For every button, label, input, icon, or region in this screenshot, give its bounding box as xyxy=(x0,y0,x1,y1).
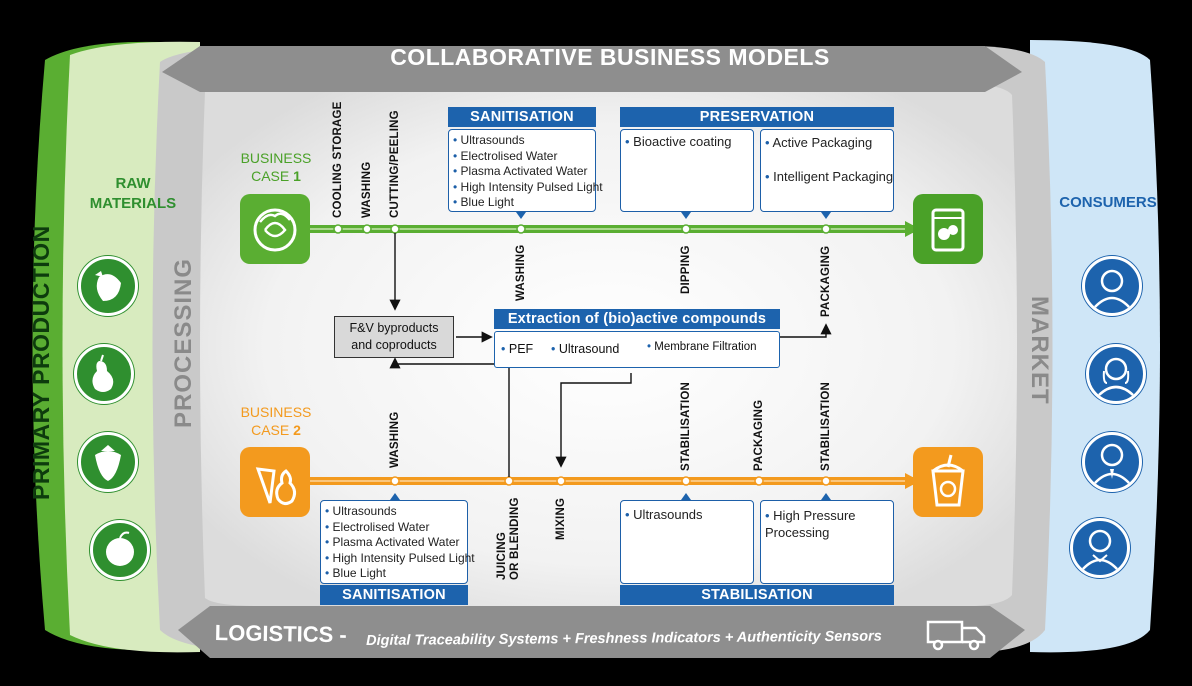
sanitisation-top-item: High Intensity Pulsed Light xyxy=(453,180,603,196)
raw-material-apple xyxy=(90,520,150,580)
box-pointers xyxy=(390,212,831,500)
strawberry-icon xyxy=(95,445,121,481)
sanitisation-top-item: Blue Light xyxy=(453,195,591,211)
sanitisation-top-item: Electrolised Water xyxy=(453,149,591,165)
sanitisation-top-header: SANITISATION xyxy=(448,107,596,127)
top-banner-title: COLLABORATIVE BUSINESS MODELS xyxy=(390,44,830,70)
sanitisation-bottom-item: Blue Light xyxy=(325,566,463,582)
case-1-start-tile xyxy=(240,194,310,264)
raw-material-strawberry xyxy=(78,256,138,316)
preservation-left-box: Bioactive coating xyxy=(620,129,754,212)
step-packaging-1: PACKAGING xyxy=(820,245,832,317)
extraction-item-membrane-text: Membrane Filtration xyxy=(654,341,757,353)
raw-material-pear xyxy=(74,344,134,404)
step-cutting-peeling: CUTTING/PEELING xyxy=(389,110,401,218)
case-2-end-tile xyxy=(913,447,983,517)
step-cooling-storage: COOLING STORAGE xyxy=(332,101,344,218)
business-case-2-number: 2 xyxy=(293,422,301,438)
preservation-right-item: Active Packaging xyxy=(765,134,889,151)
stabilisation-header: STABILISATION xyxy=(620,585,894,605)
extraction-item-pef-text: PEF xyxy=(508,342,534,356)
consumers-band xyxy=(1030,40,1160,653)
carrot-pear-icon xyxy=(255,467,297,506)
sanitisation-bottom-item: Ultrasounds xyxy=(325,504,463,520)
man-tie-icon xyxy=(1094,443,1130,484)
preservation-right-box: Active Packaging Intelligent Packaging xyxy=(760,129,894,212)
case-1-end-tile xyxy=(913,194,983,264)
consumer-man-tie xyxy=(1082,432,1142,492)
business-case-2-line2: CASE xyxy=(251,422,290,438)
case-2-start-tile xyxy=(240,447,310,517)
salad-bag-icon xyxy=(931,208,965,252)
consumer-woman-scarf xyxy=(1070,518,1130,578)
step-mixing: MIXING xyxy=(555,497,567,540)
step-dipping: DIPPING xyxy=(680,245,692,294)
step-stabilisation-1: STABILISATION xyxy=(680,381,692,471)
stabilisation-right-item: High Pressure Processing xyxy=(765,507,889,541)
man-icon xyxy=(1094,269,1130,308)
top-banner-arrow xyxy=(162,46,1022,92)
strawberry-icon xyxy=(95,271,121,301)
raw-materials-label: RAW MATERIALS xyxy=(89,175,177,212)
step-washing-2: WASHING xyxy=(515,244,527,301)
extraction-item-ultrasound: • Ultrasound xyxy=(551,342,620,356)
case-1-step-dots xyxy=(333,224,831,234)
smoothie-cup-icon xyxy=(931,454,965,507)
extraction-item-ultrasound-text: Ultrasound xyxy=(558,342,620,356)
step-washing-1: WASHING xyxy=(361,161,373,218)
extraction-item-membrane: • Membrane Filtration xyxy=(647,341,757,353)
business-case-1-line2-wrap: CASE 1 xyxy=(236,167,316,185)
business-case-1-line2: CASE xyxy=(251,168,290,184)
preservation-left-item: Bioactive coating xyxy=(625,134,749,150)
case-2-step-dots xyxy=(390,476,831,486)
sanitisation-bottom-item: Electrolised Water xyxy=(325,520,463,536)
byproducts-box: F&V byproducts and coproducts xyxy=(334,316,454,358)
preservation-header: PRESERVATION xyxy=(620,107,894,127)
raw-material-strawberry-2 xyxy=(78,432,138,492)
extraction-item-pef: • PEF xyxy=(501,342,534,356)
extraction-list: • PEF • Ultrasound • Membrane Filtration xyxy=(494,331,780,368)
business-case-1-number: 1 xyxy=(293,168,301,184)
sanitisation-bottom-item: Plasma Activated Water xyxy=(325,535,463,551)
sanitisation-bottom-list: Ultrasounds Electrolised Water Plasma Ac… xyxy=(320,500,475,584)
business-case-2-line2-wrap: CASE 2 xyxy=(236,421,316,439)
sanitisation-top-item: Ultrasounds xyxy=(453,133,591,149)
truck-icon xyxy=(926,620,986,651)
apple-icon xyxy=(106,531,134,566)
woman-scarf-icon xyxy=(1082,529,1118,570)
sanitisation-bottom-header: SANITISATION xyxy=(320,585,468,605)
case-1-process-line xyxy=(305,221,920,237)
step-packaging-2: PACKAGING xyxy=(753,399,765,471)
pear-icon xyxy=(92,354,114,392)
step-washing-3: WASHING xyxy=(389,411,401,468)
logistics-arrow xyxy=(178,606,1025,658)
business-case-2-line1: BUSINESS xyxy=(240,404,312,420)
sanitisation-top-list: Ultrasounds Electrolised Water Plasma Ac… xyxy=(448,129,603,212)
sanitisation-bottom-item: High Intensity Pulsed Light xyxy=(325,551,475,567)
case-2-process-line xyxy=(305,473,920,489)
consumers-label: CONSUMERS xyxy=(1059,194,1157,211)
consumer-man xyxy=(1082,256,1142,316)
business-case-1-line1: BUSINESS xyxy=(240,150,312,166)
stabilisation-left-box: Ultrasounds xyxy=(620,500,754,584)
sanitisation-top-item: Plasma Activated Water xyxy=(453,164,591,180)
step-juicing-blending: JUICING OR BLENDING xyxy=(496,497,521,580)
stabilisation-left-item: Ultrasounds xyxy=(625,507,749,523)
logistics-title: LOGISTICS - xyxy=(214,620,347,648)
preservation-right-item: Intelligent Packaging xyxy=(765,168,893,185)
woman-icon xyxy=(1098,357,1134,396)
business-case-2-label: BUSINESS CASE 2 xyxy=(236,403,316,439)
extraction-header: Extraction of (bio)active compounds xyxy=(494,309,780,329)
consumer-woman xyxy=(1086,344,1146,404)
connector-arrows xyxy=(389,233,832,477)
stabilisation-right-box: High Pressure Processing xyxy=(760,500,894,584)
business-case-1-label: BUSINESS CASE 1 xyxy=(236,149,316,185)
step-stabilisation-2: STABILISATION xyxy=(820,381,832,471)
lettuce-icon xyxy=(253,208,297,252)
